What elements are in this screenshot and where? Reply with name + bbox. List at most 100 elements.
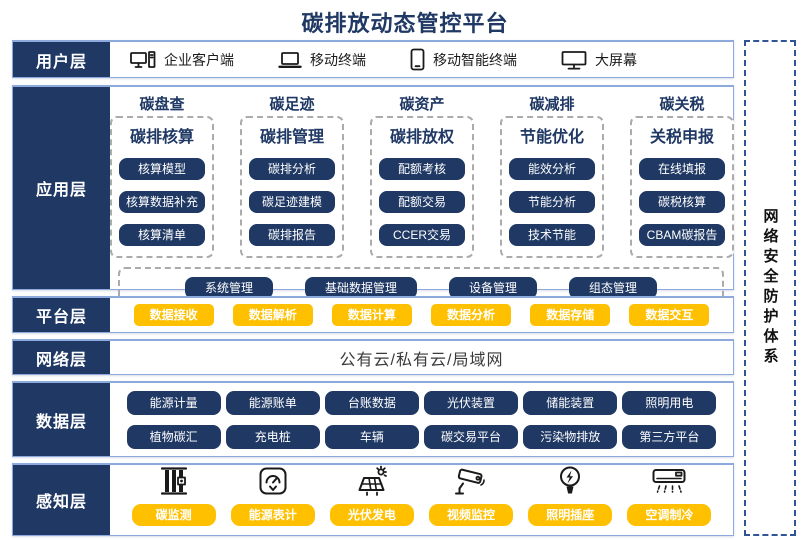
platform-chip: 数据交互: [629, 304, 710, 326]
app-group-carbon-tariff: 碳关税 关税申报 在线填报 碳税核算 CBAM碳报告: [630, 93, 734, 258]
smartphone-icon: [410, 48, 425, 71]
user-item-label: 移动终端: [310, 51, 366, 68]
group-box: 碳排放权 配额考核 配额交易 CCER交易: [370, 116, 474, 258]
data-source-row: 植物碳汇 充电桩 车辆 碳交易平台 污染物排放 第三方平台: [124, 424, 719, 449]
data-source-chip: 车辆: [324, 424, 419, 449]
app-function-chip: 碳税核算: [639, 191, 725, 213]
perception-chip: 光伏发电: [329, 504, 414, 526]
perception-layer-row: 感知层 碳监测 能源表计 光伏发电 视频监控 照明插座: [12, 463, 734, 536]
platform-chip: 数据存储: [530, 304, 611, 326]
management-chip: 系统管理: [184, 277, 273, 299]
data-source-chip: 植物碳汇: [126, 424, 221, 449]
app-function-chip: 配额考核: [379, 158, 465, 180]
perception-item-energy-meter: 能源表计: [230, 463, 315, 526]
data-source-chip: 储能装置: [523, 390, 618, 415]
carbon-monitor-icon: [158, 463, 190, 497]
user-item-smart-mobile-terminal: 移动智能终端: [410, 48, 517, 71]
user-item-label: 移动智能终端: [433, 51, 517, 68]
management-chip: 设备管理: [449, 277, 538, 299]
app-function-chip: 碳排分析: [249, 158, 335, 180]
group-header: 碳盘查: [139, 96, 185, 113]
solar-power-icon: [355, 463, 389, 497]
perception-layer-content: 碳监测 能源表计 光伏发电 视频监控 照明插座 空调制冷: [110, 465, 733, 535]
group-box: 节能优化 能效分析 节能分析 技术节能: [500, 116, 604, 258]
security-protection-bar: 网络安全防护体系: [744, 40, 796, 536]
group-header: 碳关税: [659, 96, 705, 113]
app-function-chip: 核算清单: [119, 224, 205, 246]
user-layer-content: 企业客户端 移动终端 移动智能终端 大屏幕: [110, 42, 733, 77]
security-protection-label: 网络安全防护体系: [761, 208, 779, 368]
big-screen-icon: [561, 50, 587, 70]
data-source-chip: 光伏装置: [424, 390, 519, 415]
app-function-chip: 在线填报: [639, 158, 725, 180]
platform-chip: 数据计算: [331, 304, 412, 326]
user-item-label: 企业客户端: [164, 51, 234, 68]
perception-item-air-conditioning: 空调制冷: [627, 463, 712, 526]
perception-chip: 视频监控: [429, 504, 514, 526]
cctv-camera-icon: [453, 463, 489, 497]
user-item-mobile-terminal: 移动终端: [278, 50, 366, 70]
user-item-enterprise-client: 企业客户端: [130, 50, 234, 70]
group-header: 碳资产: [399, 96, 445, 113]
app-layer-content: 碳盘查 碳排核算 核算模型 核算数据补充 核算清单 碳足迹 碳排管理 碳排分析 …: [110, 87, 734, 309]
data-source-chip: 照明用电: [622, 390, 717, 415]
group-box: 关税申报 在线填报 碳税核算 CBAM碳报告: [630, 116, 734, 258]
app-group-carbon-reduction: 碳减排 节能优化 能效分析 节能分析 技术节能: [500, 93, 604, 258]
perception-item-lighting-socket: 照明插座: [528, 463, 613, 526]
perception-chip: 碳监测: [131, 504, 216, 526]
management-chip: 基础数据管理: [304, 277, 417, 299]
management-box: 系统管理 基础数据管理 设备管理 组态管理: [118, 267, 724, 309]
app-layer-label: 应用层: [13, 87, 110, 289]
network-layer-label: 网络层: [13, 341, 110, 374]
user-layer-row: 用户层 企业客户端 移动终端 移动智能终端 大屏幕: [12, 40, 734, 78]
group-title: 关税申报: [649, 129, 714, 146]
air-conditioner-icon: [651, 463, 687, 497]
group-header: 碳减排: [529, 96, 575, 113]
app-function-chip: 节能分析: [509, 191, 595, 213]
platform-chip: 数据解析: [232, 304, 313, 326]
app-function-chip: 技术节能: [509, 224, 595, 246]
perception-chip: 照明插座: [528, 504, 613, 526]
app-function-chip: 碳足迹建模: [249, 191, 335, 213]
light-bulb-icon: [557, 463, 583, 497]
app-function-chip: 碳排报告: [249, 224, 335, 246]
data-source-chip: 能源账单: [225, 390, 320, 415]
group-title: 碳排放权: [389, 129, 454, 146]
app-function-chip: 配额交易: [379, 191, 465, 213]
platform-chip: 数据接收: [133, 304, 214, 326]
perception-layer-label: 感知层: [13, 465, 110, 535]
group-header: 碳足迹: [269, 96, 315, 113]
data-layer-content: 能源计量 能源账单 台账数据 光伏装置 储能装置 照明用电 植物碳汇 充电桩 车…: [110, 383, 733, 456]
energy-meter-icon: [257, 463, 289, 497]
data-source-chip: 污染物排放: [523, 424, 618, 449]
app-function-chip: 能效分析: [509, 158, 595, 180]
group-title: 碳排核算: [129, 129, 194, 146]
app-layer-row: 应用层 碳盘查 碳排核算 核算模型 核算数据补充 核算清单 碳足迹 碳排管理: [12, 85, 734, 309]
app-function-chip: CCER交易: [379, 224, 465, 246]
platform-layer-label: 平台层: [13, 298, 110, 332]
data-source-chip: 第三方平台: [622, 424, 717, 449]
group-title: 节能优化: [519, 129, 584, 146]
perception-chip: 能源表计: [230, 504, 315, 526]
app-groups: 碳盘查 碳排核算 核算模型 核算数据补充 核算清单 碳足迹 碳排管理 碳排分析 …: [110, 87, 734, 258]
data-source-chip: 充电桩: [225, 424, 320, 449]
group-box: 碳排管理 碳排分析 碳足迹建模 碳排报告: [240, 116, 344, 258]
desktop-pc-icon: [130, 50, 156, 70]
group-title: 碳排管理: [259, 129, 324, 146]
app-group-carbon-inventory: 碳盘查 碳排核算 核算模型 核算数据补充 核算清单: [110, 93, 214, 258]
perception-item-video-surveillance: 视频监控: [429, 463, 514, 526]
management-chip: 组态管理: [569, 277, 658, 299]
data-source-chip: 碳交易平台: [424, 424, 519, 449]
data-source-chip: 台账数据: [324, 390, 419, 415]
data-layer-row: 数据层 能源计量 能源账单 台账数据 光伏装置 储能装置 照明用电 植物碳汇 充…: [12, 381, 734, 457]
app-group-carbon-assets: 碳资产 碳排放权 配额考核 配额交易 CCER交易: [370, 93, 474, 258]
data-source-chip: 能源计量: [126, 390, 221, 415]
platform-layer-content: 数据接收 数据解析 数据计算 数据分析 数据存储 数据交互: [110, 298, 733, 332]
group-box: 碳排核算 核算模型 核算数据补充 核算清单: [110, 116, 214, 258]
user-layer-label: 用户层: [13, 42, 110, 77]
perception-chip: 空调制冷: [627, 504, 712, 526]
perception-item-solar-power: 光伏发电: [329, 463, 414, 526]
data-source-row: 能源计量 能源账单 台账数据 光伏装置 储能装置 照明用电: [124, 390, 719, 415]
user-item-label: 大屏幕: [595, 51, 637, 68]
